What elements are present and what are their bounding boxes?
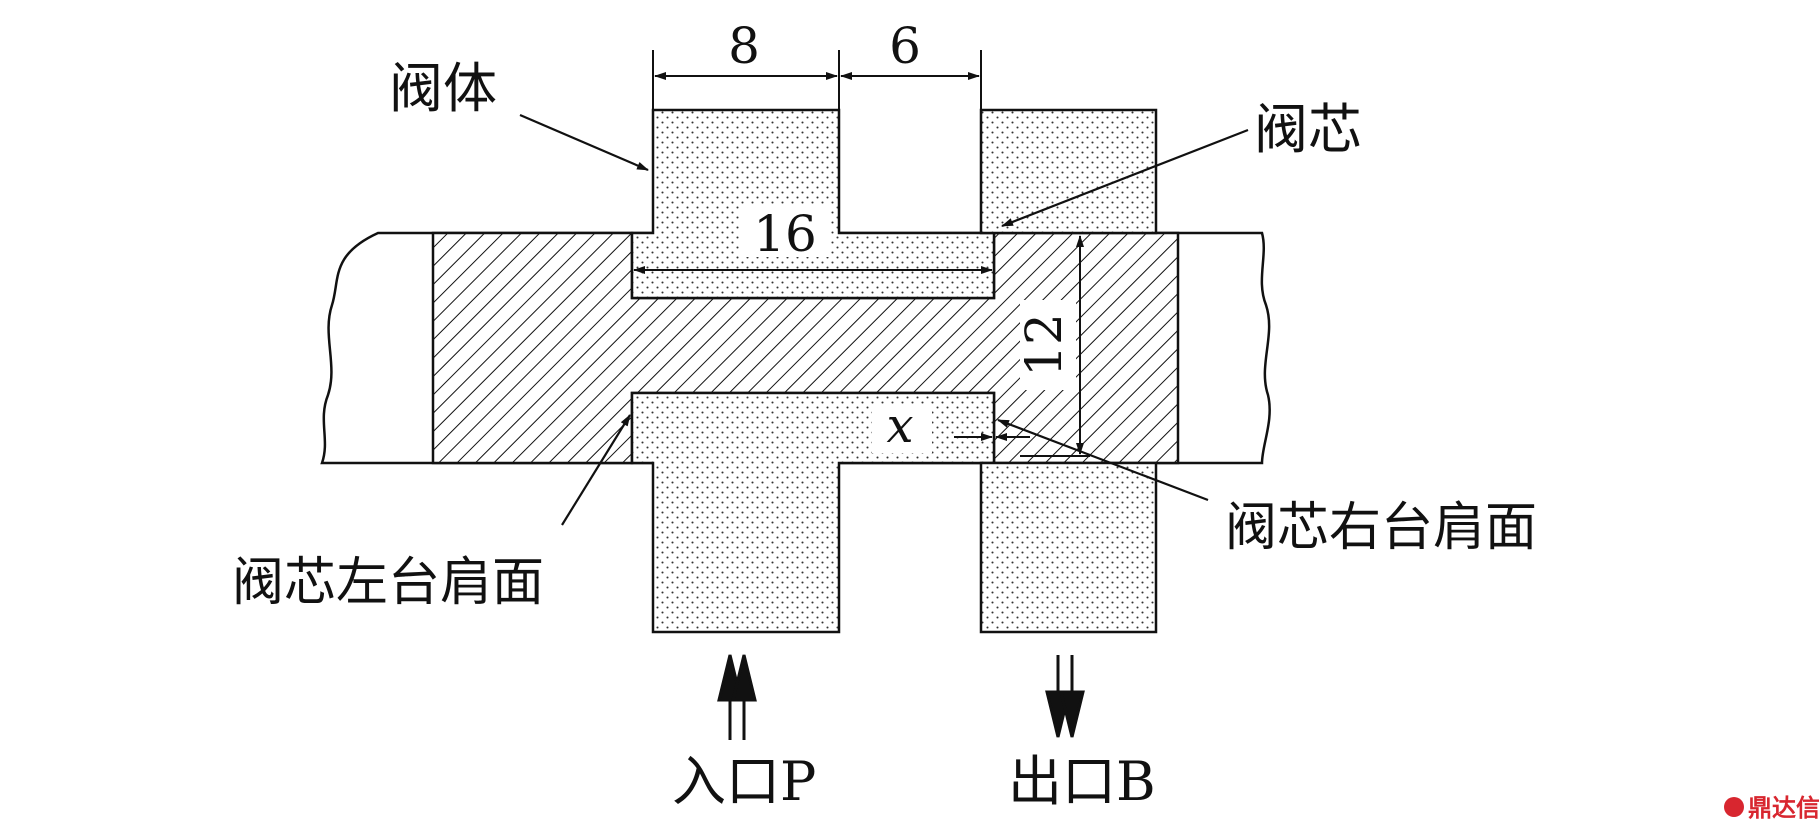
- valve-body-upper-right: [979, 108, 1158, 235]
- watermark-icon: [1724, 797, 1744, 817]
- dim-top-left-label: 8: [728, 17, 760, 75]
- label-spool: 阀芯: [1254, 98, 1362, 161]
- watermark-text: 鼎达信: [1748, 794, 1819, 822]
- dim-groove-label: 16: [753, 205, 817, 263]
- dimension-height: [994, 232, 1090, 457]
- watermark-logo: 鼎达信: [1724, 794, 1819, 822]
- valve-body-lower-left: [630, 391, 996, 634]
- label-valve-body: 阀体: [389, 57, 497, 120]
- dim-opening-label: x: [886, 398, 913, 454]
- dim-height-label: 12: [1015, 313, 1073, 377]
- leader-lines: [519, 113, 1249, 526]
- label-spool-right-land: 阀芯右台肩面: [1225, 498, 1537, 558]
- outlet-flow-arrows: [1045, 655, 1085, 738]
- valve-body-upper-left: [630, 108, 996, 300]
- label-outlet: 出口B: [1008, 750, 1156, 813]
- inlet-flow-arrows: [717, 654, 757, 740]
- dim-top-right-label: 6: [889, 17, 921, 75]
- dimension-top: [652, 50, 982, 110]
- dimension-opening: [954, 433, 1030, 463]
- label-spool-left-land: 阀芯左台肩面: [232, 553, 544, 613]
- label-inlet: 入口P: [672, 750, 816, 813]
- valve-body-lower-right: [979, 461, 1158, 634]
